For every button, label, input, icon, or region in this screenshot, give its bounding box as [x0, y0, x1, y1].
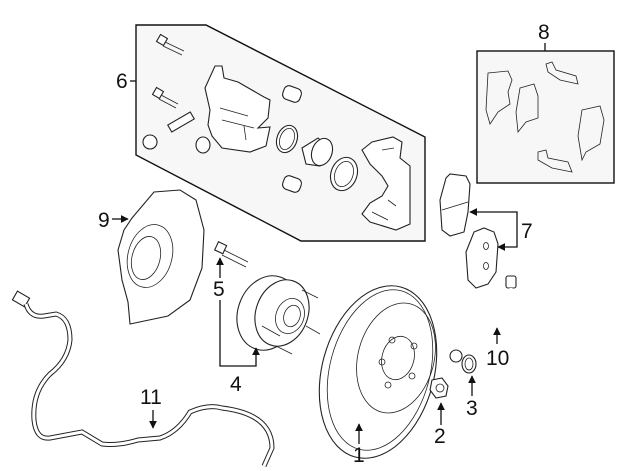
callout-2: 2 — [434, 425, 446, 448]
caliper-slide-boot-upper[interactable] — [281, 84, 303, 103]
caliper-seal-washer[interactable] — [195, 136, 211, 154]
brake-hose[interactable] — [449, 275, 517, 363]
caliper-bolt-lower[interactable] — [151, 86, 179, 109]
callout-10: 10 — [486, 347, 509, 370]
callout-9: 9 — [98, 209, 110, 232]
piston-boot[interactable] — [326, 154, 362, 195]
splash-shield[interactable] — [117, 189, 205, 325]
pad-hardware-kit-box — [476, 50, 615, 184]
caliper-bracket[interactable] — [361, 136, 411, 231]
hub-bearing-assembly[interactable] — [227, 267, 321, 359]
caliper-housing[interactable] — [204, 65, 271, 153]
hub-bolt[interactable] — [213, 241, 249, 268]
washer[interactable] — [461, 354, 477, 374]
caliper-piston[interactable] — [301, 135, 336, 168]
abs-sensor[interactable] — [11, 290, 275, 468]
caliper-assembly-group[interactable] — [135, 24, 426, 242]
callout-11: 11 — [140, 386, 162, 409]
bleeder-screw[interactable] — [142, 111, 196, 150]
pad-hardware-kit-group[interactable] — [476, 50, 615, 184]
callout-6: 6 — [116, 70, 128, 93]
brake-rotor[interactable] — [301, 273, 455, 471]
brake-pad-inner[interactable] — [465, 227, 499, 289]
piston-seal[interactable] — [273, 122, 301, 155]
callout-5: 5 — [213, 278, 225, 301]
callout-3: 3 — [466, 397, 478, 420]
hub-nut[interactable] — [429, 377, 449, 399]
brake-pads-group[interactable] — [439, 173, 499, 289]
caliper-slide-boot-lower[interactable] — [281, 174, 303, 193]
brake-pad-outer[interactable] — [439, 173, 471, 237]
caliper-bolt-upper[interactable] — [155, 33, 185, 56]
callout-7: 7 — [521, 220, 533, 243]
callout-8: 8 — [538, 21, 550, 44]
callout-1: 1 — [353, 444, 365, 467]
callout-4: 4 — [230, 373, 242, 396]
